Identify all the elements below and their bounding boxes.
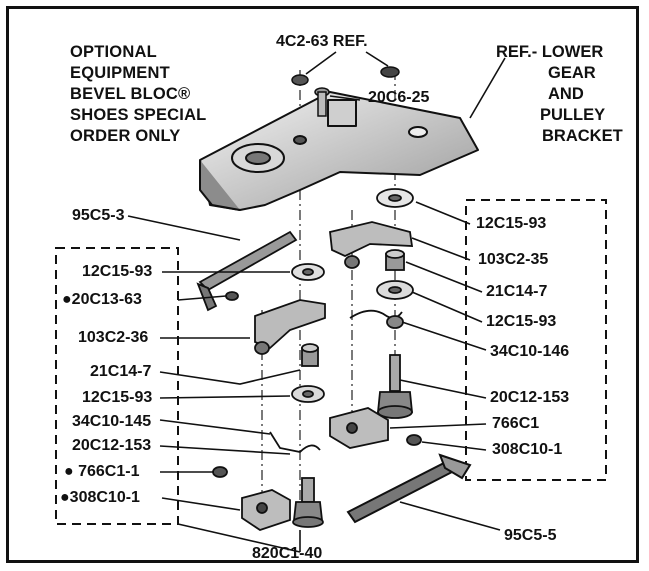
note-line-3: BEVEL BLOC® [70,85,191,103]
label-21c14-7-l: 21C14-7 [90,363,152,380]
setscrew-308c10-1-l [212,466,228,478]
label-308c10-1-l: ●308C10-1 [60,489,140,506]
label-103c2-36: 103C2-36 [78,329,149,346]
hex-key-95c5-3 [196,230,298,312]
label-4c2-63: 4C2-63 REF. [276,33,368,50]
bushing-21c14-7-r [385,249,405,271]
optional-equipment-note: OPTIONAL EQUIPMENT BEVEL BLOC® SHOES SPE… [70,42,206,147]
label-20c12-153-l: 20C12-153 [72,437,152,454]
stud-20c12-153-r [377,354,413,419]
label-95c5-5: 95C5-5 [504,527,557,544]
ref-line-5: BRACKET [542,127,623,145]
label-12c15-93-r2: 12C15-93 [486,313,557,330]
label-95c5-3: 95C5-3 [72,207,125,224]
label-12c15-93-l2: 12C15-93 [82,389,153,406]
washer-12c15-93-l1 [291,263,325,281]
left-optional-box [55,247,179,525]
ref-lower-gear-note: REF.- LOWER GEAR AND PULLEY BRACKET [496,42,623,147]
figure-border [6,6,639,563]
label-820c1-40: 820C1-40 [252,545,323,562]
label-12c15-93-r1: 12C15-93 [476,215,547,232]
stud-20c12-153-l [292,477,324,528]
shoe-766c1 [329,407,389,449]
label-20c12-153-r: 20C12-153 [490,389,570,406]
shoe-766c1-1 [241,489,291,531]
note-line-1: OPTIONAL [70,43,157,61]
label-12c15-93-l1: 12C15-93 [82,263,153,280]
label-766c1-1: ● 766C1-1 [64,463,140,480]
note-line-5: ORDER ONLY [70,127,181,145]
hex-key-95c5-5 [346,453,472,524]
ref-line-2: GEAR [548,64,596,82]
label-20c6-25: 20C6-25 [368,89,430,106]
spring-34c10-146 [349,309,404,329]
setscrew-308c10-1 [406,434,422,446]
washer-12c15-93-r2 [376,280,414,300]
ref-line-4: PULLEY [540,106,606,124]
screw-20c6-25 [291,66,400,117]
spring-34c10-145 [269,431,321,453]
note-line-4: SHOES SPECIAL [70,106,207,124]
right-optional-box [465,199,607,481]
leader-lines [127,51,506,553]
ref-line-3: AND [548,85,584,103]
label-308c10-1: 308C10-1 [492,441,563,458]
washer-12c15-93-l2 [291,385,325,403]
label-34c10-146: 34C10-146 [490,343,570,360]
label-766c1: 766C1 [492,415,540,432]
label-20c13-63: ●20C13-63 [62,291,142,308]
note-line-2: EQUIPMENT [70,64,170,82]
label-103c2-35: 103C2-35 [478,251,549,268]
arm-103c2-36 [254,299,326,355]
label-34c10-145: 34C10-145 [72,413,152,430]
label-21c14-7-r: 21C14-7 [486,283,548,300]
arm-103c2-35 [329,221,414,269]
washer-12c15-93-r1 [376,188,414,208]
bushing-21c14-7-l [301,343,319,367]
screw-20c13-63 [225,291,239,301]
ref-line-1: REF.- LOWER [496,43,604,61]
lower-gear-pulley-bracket [199,91,479,211]
